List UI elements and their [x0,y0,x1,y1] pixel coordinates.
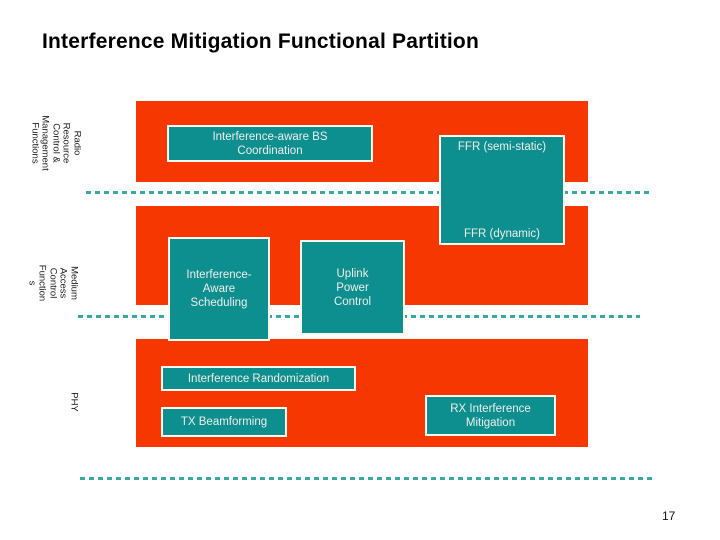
box-ffr: FFR (semi-static) FFR (dynamic) [439,135,565,245]
box-tx-beamforming: TX Beamforming [161,407,287,437]
layer-divider-3 [80,477,654,480]
box-uplink-power-control: Uplink Power Control [300,240,405,335]
page-number: 17 [662,509,676,523]
layer-divider-1 [86,191,652,194]
layer-label-rrc: Radio Resource Control & Management Func… [29,115,83,171]
box-rx-interference-mitigation: RX Interference Mitigation [425,395,556,436]
layer-label-mac: Medium Access Control Function s [26,264,80,302]
box-ffr-semi-static-label: FFR (semi-static) [457,141,547,153]
box-interference-aware-scheduling: Interference- Aware Scheduling [168,237,270,341]
box-ffr-dynamic-label: FFR (dynamic) [463,228,541,240]
box-interference-randomization: Interference Randomization [161,366,356,391]
box-bs-coordination: Interference-aware BS Coordination [167,125,373,162]
layer-label-phy: PHY [68,392,80,412]
slide-title: Interference Mitigation Functional Parti… [42,30,479,53]
